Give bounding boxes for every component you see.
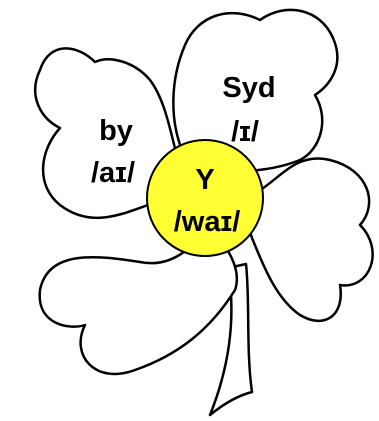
petal-by-word: by	[99, 115, 133, 147]
petal-syd-ipa: /ɪ/	[231, 116, 259, 148]
center-word: Y	[195, 164, 214, 196]
petal-syd-word: Syd	[222, 72, 275, 104]
petal-by-ipa: /aɪ/	[91, 157, 135, 189]
center-ipa: /waɪ/	[174, 206, 241, 238]
center-disc	[147, 140, 263, 256]
